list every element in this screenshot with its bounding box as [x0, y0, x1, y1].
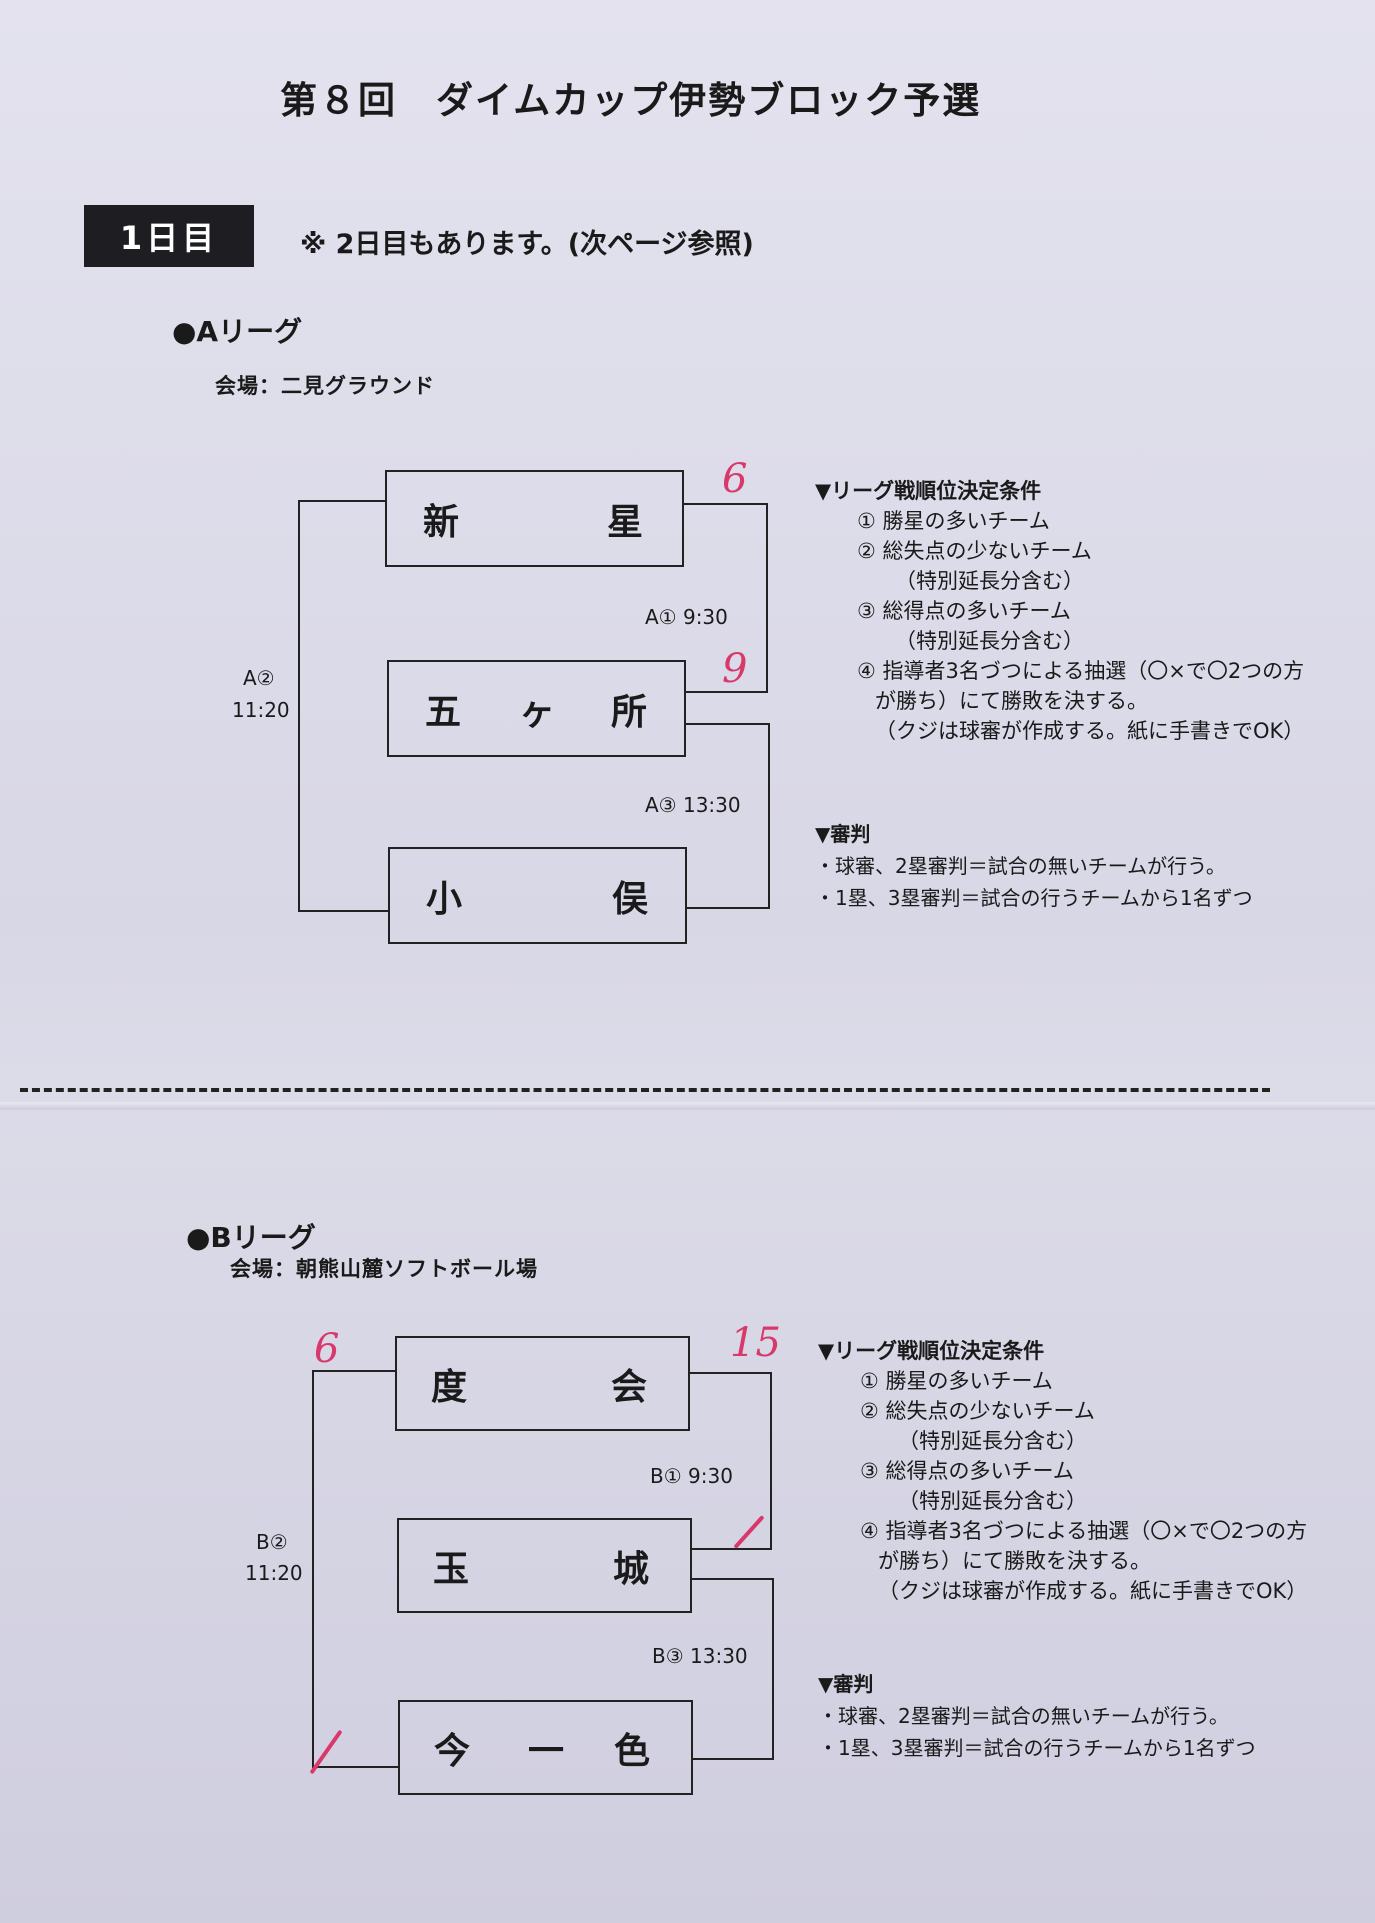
bracket-line	[770, 1372, 772, 1550]
rule-item: ① 勝星の多いチーム	[857, 509, 1050, 533]
bracket-line	[692, 1758, 774, 1760]
league-b-venue: 会場：朝熊山麓ソフトボール場	[230, 1257, 538, 1281]
team-name-char: 星	[607, 501, 644, 543]
bracket-line	[298, 910, 388, 912]
day-label: 1日目	[84, 205, 254, 267]
team-name-char: 城	[613, 1548, 650, 1590]
rule-item: ① 勝星の多いチーム	[860, 1369, 1053, 1393]
team-name-char: 所	[611, 691, 648, 733]
game-a2-id: A②	[243, 666, 275, 690]
team-box-imaisshiki: 今 一 色	[398, 1700, 693, 1795]
rule-item: が勝ち）にて勝敗を決する。	[878, 1549, 1151, 1573]
score-b-watarai-right: 15	[730, 1320, 781, 1366]
rule-item: ② 総失点の少ないチーム	[857, 539, 1092, 563]
game-b2-id: B②	[256, 1530, 288, 1554]
bracket-line	[684, 691, 768, 693]
game-b2-time: 11:20	[245, 1561, 303, 1585]
bracket-line	[312, 1370, 396, 1372]
bracket-line	[768, 723, 770, 909]
rule-item: ③ 総得点の多いチーム	[857, 599, 1071, 623]
bracket-line	[690, 1578, 774, 1580]
game-a1-time: A① 9:30	[645, 605, 728, 629]
cut-line	[20, 1088, 1270, 1092]
rules-title: ▼リーグ戦順位決定条件	[815, 479, 1042, 503]
bracket-line	[690, 1548, 772, 1550]
team-name-char: ヶ	[519, 691, 556, 733]
rules-title: ▼リーグ戦順位決定条件	[818, 1339, 1045, 1363]
team-name-char: 玉	[433, 1548, 470, 1590]
bracket-line	[298, 500, 300, 912]
team-name-char: 色	[614, 1730, 651, 1772]
paper-fold	[0, 1102, 1375, 1110]
score-b-watarai-left: 6	[314, 1326, 340, 1372]
team-box-obata: 小 俣	[388, 847, 687, 944]
bracket-line	[772, 1578, 774, 1760]
game-a2-time: 11:20	[232, 698, 290, 722]
rule-item: （特別延長分含む）	[898, 1489, 1087, 1513]
team-name-char: 新	[423, 501, 460, 543]
bracket-line	[766, 503, 768, 693]
team-name-char: 小	[426, 878, 463, 920]
umpire-item: ・1塁、3塁審判＝試合の行うチームから1名ずつ	[818, 1736, 1256, 1760]
team-box-gokasho: 五 ヶ 所	[387, 660, 686, 757]
league-a-umpire: ▼審判 ・球審、2塁審判＝試合の無いチームが行う。 ・1塁、3塁審判＝試合の行う…	[815, 818, 1253, 914]
rule-item: （クジは球審が作成する。紙に手書きでOK）	[875, 719, 1305, 743]
bracket-line	[298, 500, 385, 502]
game-b1-time: B① 9:30	[650, 1464, 733, 1488]
team-name-char: 一	[528, 1730, 565, 1772]
team-box-shinsei: 新 星	[385, 470, 684, 567]
team-name-char: 俣	[612, 878, 649, 920]
score-a-shinsei: 6	[722, 456, 748, 502]
umpire-title: ▼審判	[815, 822, 871, 846]
bracket-line	[312, 1370, 314, 1768]
bracket-line	[684, 723, 770, 725]
team-name-char: 今	[434, 1730, 471, 1772]
rule-item: （クジは球審が作成する。紙に手書きでOK）	[878, 1579, 1308, 1603]
team-box-tamaki: 玉 城	[397, 1518, 692, 1613]
bracket-line	[688, 1372, 772, 1374]
bracket-line	[312, 1766, 398, 1768]
team-name-char: 度	[431, 1366, 468, 1408]
rule-item: ② 総失点の少ないチーム	[860, 1399, 1095, 1423]
rule-item: ③ 総得点の多いチーム	[860, 1459, 1074, 1483]
umpire-title: ▼審判	[818, 1672, 874, 1696]
document-title: 第８回 ダイムカップ伊勢ブロック予選	[280, 79, 982, 122]
team-box-watarai: 度 会	[395, 1336, 690, 1431]
league-b-umpire: ▼審判 ・球審、2塁審判＝試合の無いチームが行う。 ・1塁、3塁審判＝試合の行う…	[818, 1668, 1256, 1764]
game-a3-time: A③ 13:30	[645, 793, 741, 817]
league-b-rules: ▼リーグ戦順位決定条件 ① 勝星の多いチーム ② 総失点の少ないチーム （特別延…	[818, 1336, 1307, 1606]
rule-item: （特別延長分含む）	[895, 629, 1084, 653]
umpire-item: ・球審、2塁審判＝試合の無いチームが行う。	[818, 1704, 1229, 1728]
day-note: ※ 2日目もあります。(次ページ参照)	[300, 229, 754, 260]
team-name-char: 五	[425, 691, 462, 733]
league-a-venue: 会場：二見グラウンド	[215, 374, 435, 398]
umpire-item: ・1塁、3塁審判＝試合の行うチームから1名ずつ	[815, 886, 1253, 910]
rule-item: （特別延長分含む）	[898, 1429, 1087, 1453]
rule-item: ④ 指導者3名づつによる抽選（〇×で〇2つの方	[860, 1519, 1308, 1543]
league-a-title: ●Aリーグ	[172, 315, 303, 348]
score-a-gokasho: 9	[722, 646, 748, 692]
rule-item: ④ 指導者3名づつによる抽選（〇×で〇2つの方	[857, 659, 1305, 683]
league-b-title: ●Bリーグ	[186, 1221, 316, 1254]
rule-item: （特別延長分含む）	[895, 569, 1084, 593]
league-a-rules: ▼リーグ戦順位決定条件 ① 勝星の多いチーム ② 総失点の少ないチーム （特別延…	[815, 476, 1304, 746]
bracket-line	[682, 503, 768, 505]
umpire-item: ・球審、2塁審判＝試合の無いチームが行う。	[815, 854, 1226, 878]
rule-item: が勝ち）にて勝敗を決する。	[875, 689, 1148, 713]
team-name-char: 会	[611, 1366, 648, 1408]
game-b3-time: B③ 13:30	[652, 1644, 748, 1668]
bracket-line	[686, 907, 770, 909]
